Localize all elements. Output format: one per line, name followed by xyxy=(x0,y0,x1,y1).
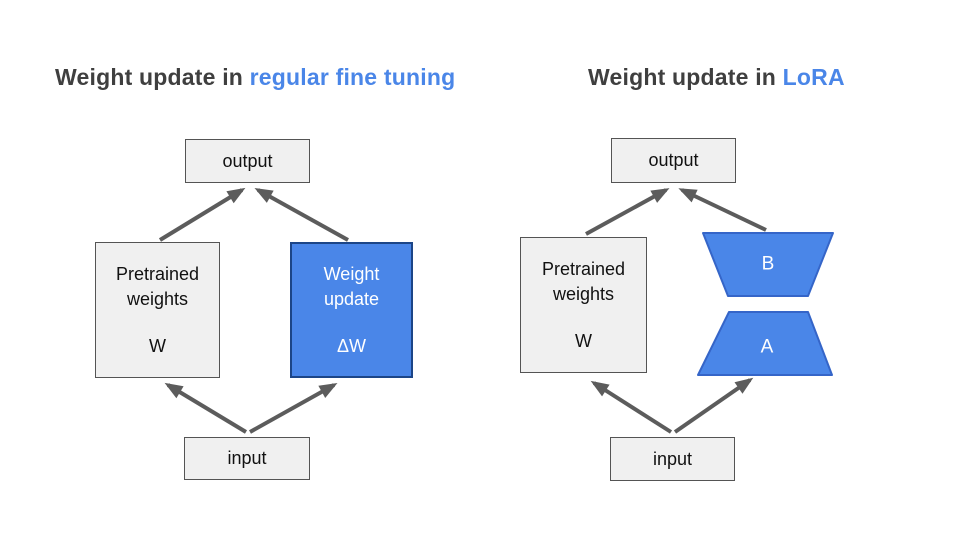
right-diagram-title: Weight update in LoRA xyxy=(588,64,845,91)
arrow-input-to-a-right xyxy=(673,377,754,434)
arrow-input-to-pretrained-left xyxy=(164,382,248,434)
matrix-b-label: B xyxy=(761,253,775,275)
right-input-box: input xyxy=(610,437,735,481)
arrow-input-to-update-left xyxy=(249,383,338,434)
weight-update-label: Weight update xyxy=(323,263,380,309)
right-output-label: output xyxy=(648,150,699,170)
right-pretrained-label: Pretrained weights xyxy=(541,258,626,304)
arrow-update-to-output-left xyxy=(254,188,349,242)
arrow-input-to-pretrained-right xyxy=(590,380,673,434)
right-output-box: output xyxy=(611,138,736,183)
left-title-highlight: regular fine tuning xyxy=(249,64,456,90)
matrix-a-label: A xyxy=(760,336,774,358)
arrow-pretrained-to-output-left xyxy=(158,187,246,242)
left-output-box: output xyxy=(185,139,310,183)
left-pretrained-label: Pretrained weights xyxy=(115,263,200,309)
right-pretrained-symbol: W xyxy=(575,330,592,351)
left-output-label: output xyxy=(222,150,273,171)
left-diagram-title: Weight update in regular fine tuning xyxy=(55,64,455,91)
matrix-b-trapezoid xyxy=(702,232,834,297)
weight-update-box: Weight update ΔW xyxy=(290,242,413,378)
left-title-prefix: Weight update in xyxy=(55,64,250,90)
left-input-label: input xyxy=(227,448,267,468)
right-title-prefix: Weight update in xyxy=(588,64,783,90)
right-pretrained-weights-box: Pretrained weights W xyxy=(520,237,647,373)
weight-update-symbol: ΔW xyxy=(336,335,366,356)
left-input-box: input xyxy=(184,437,310,480)
matrix-a-trapezoid xyxy=(697,311,833,376)
left-pretrained-symbol: W xyxy=(149,335,166,356)
arrow-pretrained-to-output-right xyxy=(585,188,670,236)
right-input-label: input xyxy=(652,448,693,469)
left-pretrained-weights-box: Pretrained weights W xyxy=(95,242,220,378)
right-title-highlight: LoRA xyxy=(782,64,845,90)
arrow-b-to-output-right xyxy=(678,188,767,232)
